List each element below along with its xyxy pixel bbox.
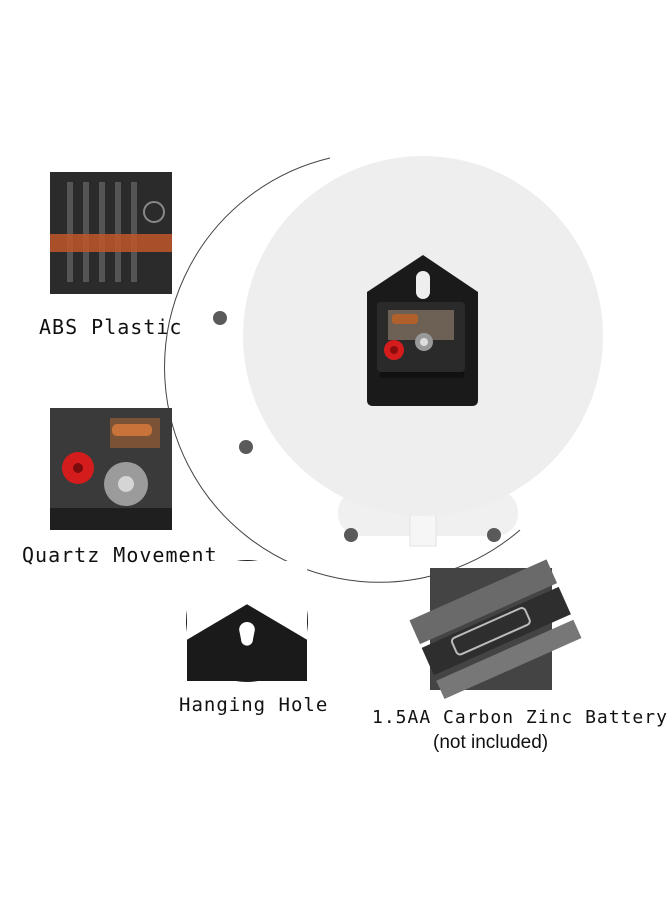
feature-label-hanging: Hanging Hole: [179, 694, 329, 716]
quartz-movement-icon: [50, 408, 172, 530]
feature-label-quartz: Quartz Movement: [22, 543, 218, 567]
outline-arc: [164, 157, 521, 583]
hanging-hole-icon: [186, 560, 308, 682]
battery-compartment-icon: [409, 559, 582, 699]
battery-note: (not included): [433, 732, 549, 753]
abs-plastic-icon: [50, 172, 172, 294]
feature-label-abs: ABS Plastic: [39, 315, 183, 339]
feature-label-battery: 1.5AA Carbon Zinc Battery: [372, 707, 668, 728]
